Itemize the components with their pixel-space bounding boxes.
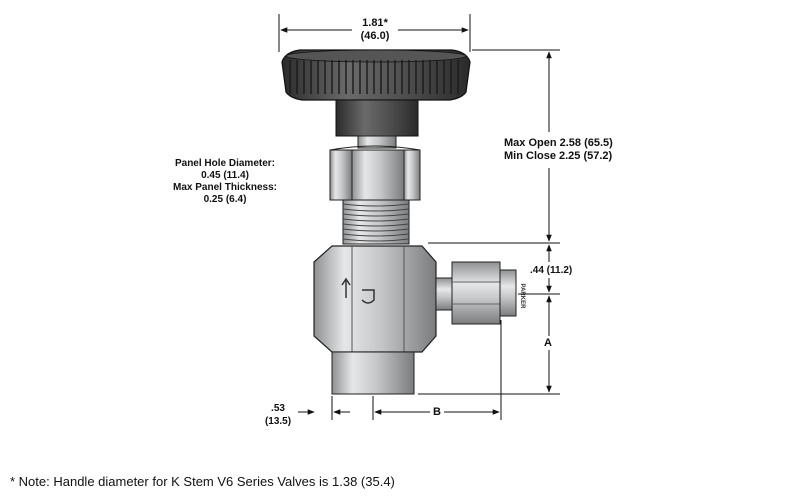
- dim-b: [372, 320, 502, 420]
- handle-neck: [335, 99, 419, 137]
- handle-diameter-label: 1.81* (46.0): [350, 17, 400, 43]
- dim-handle-width: [278, 14, 471, 52]
- open-close-label: Max Open 2.58 (65.5) Min Close 2.25 (57.…: [504, 137, 613, 163]
- thread-line: [342, 228, 410, 232]
- dim-outlet-offset: [518, 244, 560, 295]
- stem: [357, 135, 397, 149]
- thread-line: [342, 238, 410, 242]
- thread-line: [342, 213, 410, 217]
- min-close-text: Min Close 2.25 (57.2): [504, 150, 613, 162]
- panel-hole-value: 0.45 (11.4): [201, 170, 249, 181]
- bottom-width-in: .53: [271, 403, 285, 414]
- max-open-text: Max Open 2.58 (65.5): [504, 137, 613, 149]
- dim-b-label: B: [433, 406, 441, 418]
- valve-body: [313, 245, 437, 353]
- inlet-tube: [331, 351, 415, 395]
- threaded-bonnet: [342, 199, 410, 245]
- panel-nut: [329, 145, 421, 201]
- panel-thickness-value: 0.25 (6.4): [203, 194, 247, 205]
- thread-line: [342, 223, 410, 227]
- handle-diameter-value: 1.81: [362, 17, 384, 29]
- thread-line: [342, 203, 410, 207]
- dim-bottom-width: [298, 396, 350, 420]
- outlet-fitting: PARKER: [435, 261, 525, 325]
- bottom-width-mm: (13.5): [264, 416, 292, 427]
- thread-line: [342, 208, 410, 212]
- panel-info-label: Panel Hole Diameter: 0.45 (11.4) Max Pan…: [160, 158, 290, 206]
- handle-diameter-asterisk: *: [383, 17, 388, 29]
- panel-hole-label: Panel Hole Diameter:: [174, 158, 276, 169]
- handle-knob: [281, 49, 471, 101]
- outlet-offset-label: .44 (11.2): [530, 265, 573, 276]
- thread-line: [342, 233, 410, 237]
- footnote: * Note: Handle diameter for K Stem V6 Se…: [10, 474, 395, 489]
- dim-a-label: A: [544, 337, 552, 349]
- handle-diameter-mm: (46.0): [360, 30, 390, 42]
- dim-a: [418, 295, 560, 395]
- panel-thickness-label: Max Panel Thickness:: [173, 182, 277, 193]
- dim-open-close: [428, 49, 560, 244]
- thread-line: [342, 218, 410, 222]
- bottom-width-label: .53 (13.5): [258, 402, 298, 428]
- body-marking: PARKER: [519, 284, 525, 310]
